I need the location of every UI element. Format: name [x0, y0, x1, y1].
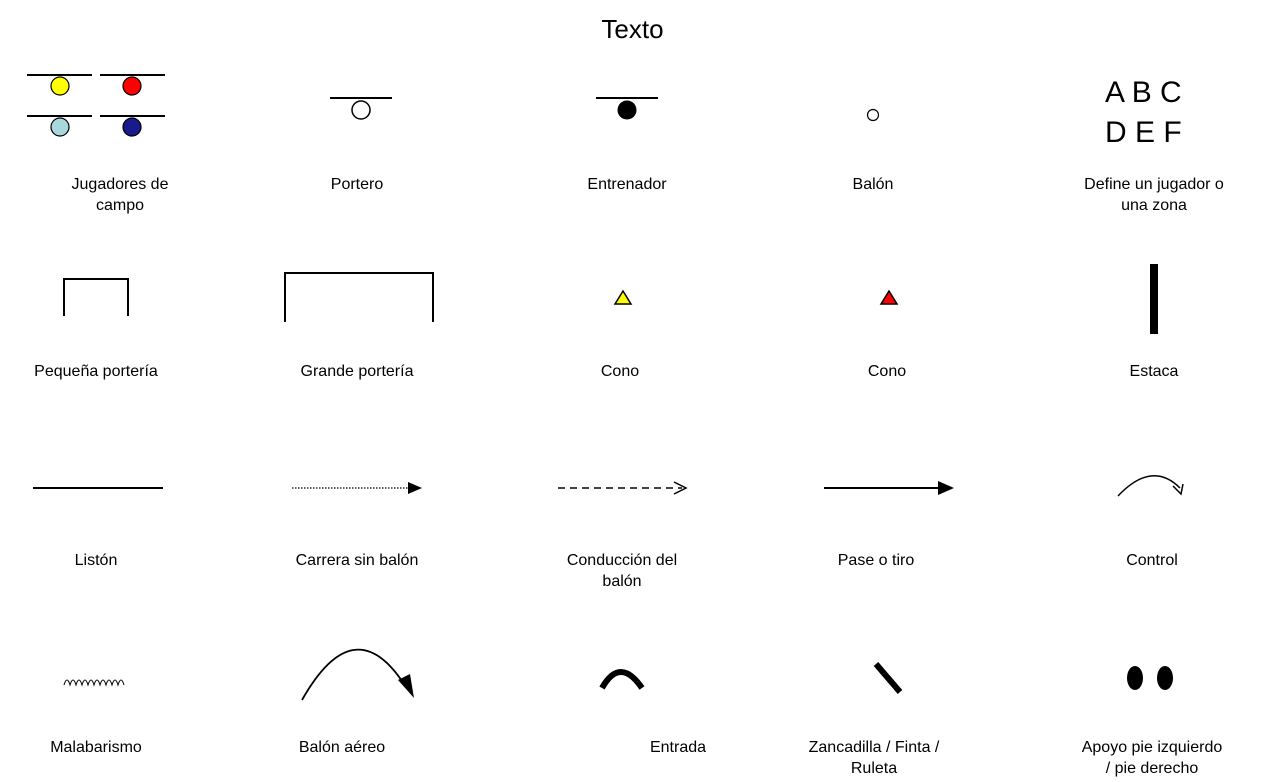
zigzag-icon: [63, 679, 125, 687]
label-goalkeeper: Portero: [330, 176, 384, 193]
label-lob-arrow: Balón aéreo: [298, 739, 386, 756]
coach-icon: [596, 97, 658, 120]
field-players-icon: [27, 74, 165, 137]
label-red-cone: Cono: [867, 363, 907, 380]
letters-row-2: D E F: [1105, 116, 1182, 149]
label-yellow-cone: Cono: [600, 363, 640, 380]
goalkeeper-icon: [330, 97, 392, 120]
label-zigzag: Malabarismo: [50, 739, 142, 756]
caret-arc-icon: [599, 669, 645, 690]
label-slat: Listón: [74, 552, 118, 569]
large-goal-icon: [284, 272, 434, 322]
diagonal-stroke-icon: [873, 662, 903, 694]
label-caret-arc: Entrada: [649, 739, 707, 756]
slat-line-icon: [33, 487, 163, 489]
letters-row-1: A B C: [1105, 76, 1182, 109]
solid-arrow-icon: [824, 481, 954, 495]
label-dotted-arrow: Carrera sin balón: [295, 552, 419, 569]
label-ball: Balón: [852, 176, 894, 193]
legend-title: Texto: [601, 14, 664, 44]
red-cone-icon: [879, 289, 899, 305]
dotted-arrow-icon: [292, 482, 422, 494]
ball-icon: [866, 108, 880, 122]
label-curved-arrow: Control: [1126, 552, 1178, 569]
label-solid-arrow: Pase o tiro: [837, 552, 915, 569]
small-goal-icon: [63, 278, 129, 316]
curved-arrow-icon: [1117, 475, 1184, 497]
label-large-goal: Grande portería: [300, 363, 414, 380]
dashed-arrow-icon: [558, 481, 688, 495]
two-dots-icon: [1127, 666, 1173, 690]
yellow-cone-icon: [613, 289, 633, 305]
lob-arrow-icon: [301, 648, 414, 701]
label-diagonal-stroke: Zancadilla / Finta /Ruleta: [808, 739, 940, 777]
label-stake: Estaca: [1129, 363, 1179, 380]
label-two-dots: Apoyo pie izquierdo/ pie derecho: [1081, 739, 1223, 777]
stake-icon: [1150, 264, 1158, 334]
label-small-goal: Pequeña portería: [34, 363, 158, 380]
label-coach: Entrenador: [587, 176, 667, 193]
letters-icon: A B C D E F: [1105, 76, 1182, 149]
